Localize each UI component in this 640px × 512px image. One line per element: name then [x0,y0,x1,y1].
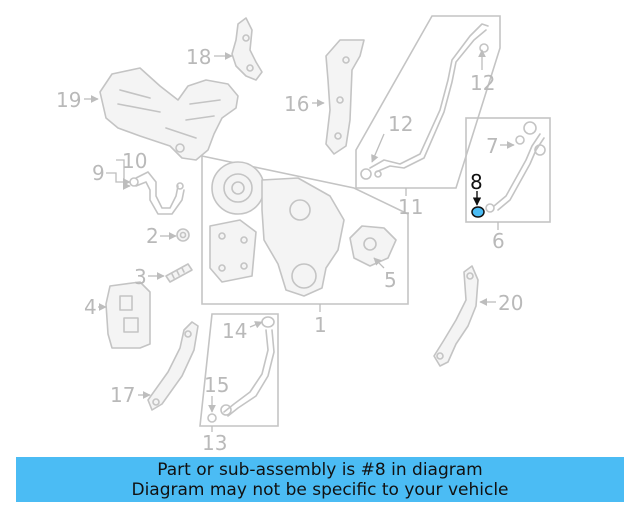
parts-diagram: 19 18 16 12 12 8 7 6 11 10 9 2 3 4 5 1 1… [56,15,551,455]
callout-2: 2 [146,224,159,248]
callout-5: 5 [384,268,397,292]
callout-4: 4 [84,295,97,319]
part-17-bracket [147,321,199,411]
callout-12-lower: 12 [388,112,413,136]
part-20-bracket [433,265,479,367]
callout-3: 3 [134,265,147,289]
callout-13: 13 [202,431,227,455]
part-16-gasket [325,39,365,155]
callout-16: 16 [284,92,309,116]
part-6-coolant-group [465,117,551,223]
callout-1: 1 [314,313,327,337]
part-3-stud [165,263,193,283]
part-8-gasket-highlight [471,206,485,218]
callout-19: 19 [56,88,81,112]
callout-labels: 19 18 16 12 12 8 7 6 11 10 9 2 3 4 5 1 1… [56,45,523,455]
callout-6: 6 [492,229,505,253]
callout-20: 20 [498,291,523,315]
part-11-oil-feed-group [355,15,501,189]
callout-17: 17 [110,383,135,407]
callout-18: 18 [186,45,211,69]
part-10-hose [129,171,185,215]
banner-line-2: Diagram may not be specific to your vehi… [131,480,509,500]
callout-10: 10 [122,149,147,173]
callout-8: 8 [470,170,483,194]
callout-15: 15 [204,373,229,397]
callout-12-upper: 12 [470,71,495,95]
part-1-turbocharger-group [201,155,409,305]
part-19-heat-shield [99,67,239,161]
callout-7: 7 [486,134,499,158]
banner-line-1: Part or sub-assembly is #8 in diagram [157,460,483,480]
callout-14: 14 [222,319,247,343]
part-2-nut [176,228,190,242]
callout-leaders [84,49,515,432]
info-banner: Part or sub-assembly is #8 in diagram Di… [16,457,624,502]
callout-9: 9 [92,161,105,185]
part-18-bracket [231,17,263,81]
part-4-gasket [105,281,151,349]
part-13-line-group [199,313,279,427]
callout-11: 11 [398,195,423,219]
